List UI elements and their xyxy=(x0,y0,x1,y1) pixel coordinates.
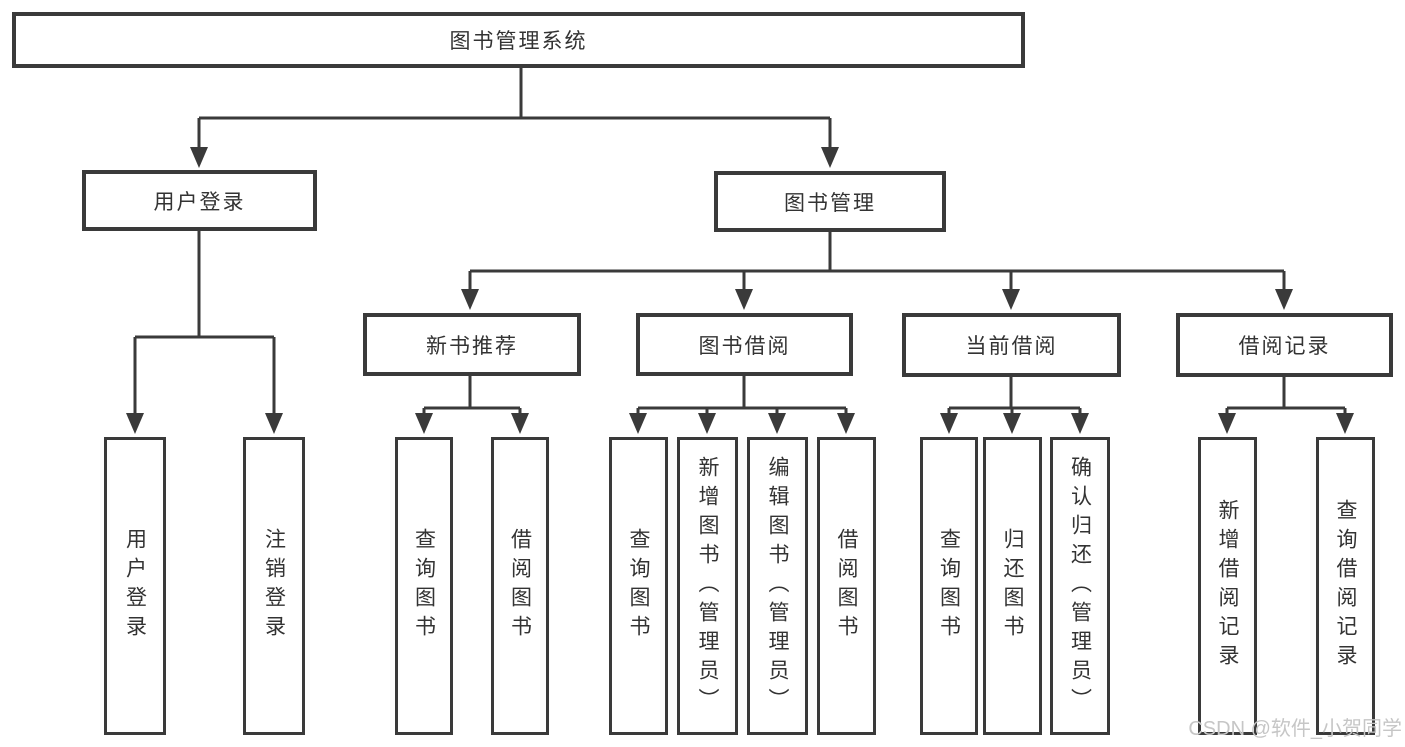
node-borrowing-records: 借阅记录 xyxy=(1176,313,1393,377)
node-label: 借阅记录 xyxy=(1238,335,1331,358)
node-book-management: 图书管理 xyxy=(714,171,946,232)
node-label: 新书推荐 xyxy=(426,334,518,358)
leaf-label: 查询借阅记录 xyxy=(1334,499,1357,673)
node-label: 图书管理 xyxy=(784,191,876,215)
leaf-user-login: 用户登录 xyxy=(104,437,166,735)
leaf-label: 用户登录 xyxy=(123,528,147,644)
leaf-return-book: 归还图书 xyxy=(983,437,1042,735)
leaf-label: 查询图书 xyxy=(412,528,436,644)
node-label: 当前借阅 xyxy=(965,335,1058,358)
leaf-confirm-return-admin: 确认归还（管理员） xyxy=(1050,437,1110,735)
node-current-borrowing: 当前借阅 xyxy=(902,313,1121,377)
node-user-login: 用户登录 xyxy=(82,170,317,231)
leaf-query-book-current: 查询图书 xyxy=(920,437,978,735)
node-label: 图书借阅 xyxy=(698,334,791,358)
leaf-borrow-book-recommend: 借阅图书 xyxy=(491,437,549,735)
node-new-book-recommend: 新书推荐 xyxy=(363,313,581,376)
leaf-edit-book-admin: 编辑图书（管理员） xyxy=(747,437,808,735)
leaf-label: 归还图书 xyxy=(1001,528,1024,644)
leaf-add-borrow-record: 新增借阅记录 xyxy=(1198,437,1257,735)
leaf-label: 借阅图书 xyxy=(835,528,858,644)
leaf-logout: 注销登录 xyxy=(243,437,305,735)
leaf-label: 借阅图书 xyxy=(508,528,532,644)
leaf-label: 查询图书 xyxy=(937,528,961,644)
leaf-label: 确认归还（管理员） xyxy=(1068,455,1092,717)
node-book-borrowing: 图书借阅 xyxy=(636,313,853,376)
leaf-query-borrow-record: 查询借阅记录 xyxy=(1316,437,1375,735)
node-label: 用户登录 xyxy=(153,190,246,214)
leaf-label: 注销登录 xyxy=(262,528,286,644)
leaf-add-book-admin: 新增图书（管理员） xyxy=(677,437,738,735)
leaf-label: 新增图书（管理员） xyxy=(696,455,719,717)
leaf-label: 编辑图书（管理员） xyxy=(766,455,789,717)
leaf-query-book-recommend: 查询图书 xyxy=(395,437,453,735)
csdn-watermark: CSDN @软件_小贺同学 xyxy=(1188,718,1402,740)
leaf-query-book-borrowing: 查询图书 xyxy=(609,437,668,735)
node-label: 图书管理系统 xyxy=(449,30,588,53)
leaf-label: 查询图书 xyxy=(627,528,650,644)
leaf-borrow-book-borrowing: 借阅图书 xyxy=(817,437,876,735)
leaf-label: 新增借阅记录 xyxy=(1216,499,1239,673)
node-library-management-system: 图书管理系统 xyxy=(12,12,1025,68)
arrowheads xyxy=(126,147,1354,434)
